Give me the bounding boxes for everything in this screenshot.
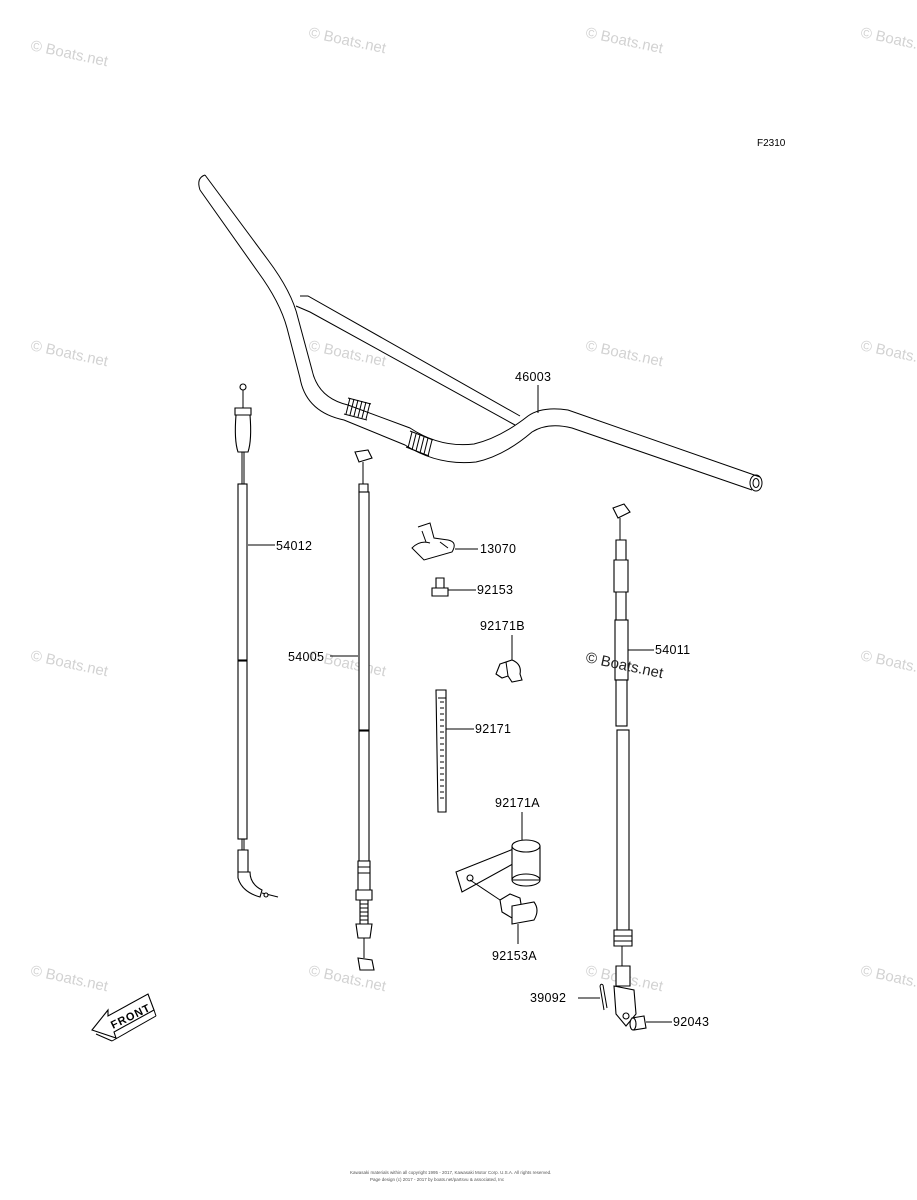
label-46003: 46003	[515, 370, 551, 384]
clamp[interactable]: 13070	[411, 522, 516, 561]
clutch-cable[interactable]: 54011 © Boats.net	[584, 503, 690, 1027]
holder-b[interactable]: 92171B	[480, 619, 525, 683]
holder-a[interactable]: 92171A	[455, 796, 541, 893]
pin[interactable]: 92043	[629, 1015, 709, 1031]
label-39092: 39092	[530, 991, 566, 1005]
diagram-code: F2310	[757, 138, 786, 149]
label-54005: 54005	[288, 650, 324, 664]
watermark-8: © Boats.net	[859, 337, 917, 370]
copyright-line-2: Page design (c) 2017 - 2017 by boats.net…	[370, 1177, 505, 1182]
label-54012: 54012	[276, 539, 312, 553]
watermark-2: © Boats.net	[307, 24, 388, 57]
watermark-4: © Boats.net	[859, 24, 917, 57]
watermarks: © Boats.net © Boats.net © Boats.net © Bo…	[29, 24, 917, 995]
label-92153A: 92153A	[492, 949, 537, 963]
label-13070: 13070	[480, 542, 516, 556]
watermark-5: © Boats.net	[29, 337, 110, 370]
watermark-15: © Boats.net	[859, 962, 917, 995]
throttle-cable[interactable]: 54012	[234, 383, 312, 898]
bolt-clamp[interactable]: 92153	[431, 577, 513, 597]
watermark-3: © Boats.net	[584, 24, 665, 57]
band[interactable]: 92171	[435, 689, 511, 813]
bolt-holder[interactable]: 92153A	[469, 879, 538, 963]
handlebar[interactable]: 46003	[198, 174, 763, 492]
watermark-9: © Boats.net	[29, 647, 110, 680]
label-92153: 92153	[477, 583, 513, 597]
watermark-13: © Boats.net	[307, 962, 388, 995]
copyright-line-1: Kawasaki materials within all copyright …	[350, 1170, 551, 1175]
watermark-7: © Boats.net	[584, 337, 665, 370]
label-92043: 92043	[673, 1015, 709, 1029]
knurl-left	[343, 397, 372, 421]
watermark-1: © Boats.net	[29, 37, 110, 70]
label-92171: 92171	[475, 722, 511, 736]
watermark-11: © Boats.net	[859, 647, 917, 680]
watermark-6: © Boats.net	[307, 337, 388, 370]
label-54011: 54011	[655, 643, 690, 657]
label-92171B: 92171B	[480, 619, 525, 633]
front-brake-cable[interactable]: 54005	[288, 449, 375, 971]
copyright-footer: Kawasaki materials within all copyright …	[350, 1170, 551, 1182]
watermark-12: © Boats.net	[29, 962, 110, 995]
label-92171A: 92171A	[495, 796, 540, 810]
cotter-pin[interactable]: 39092	[530, 983, 608, 1011]
knurl-right	[405, 430, 434, 457]
front-arrow: FRONT	[91, 993, 157, 1042]
